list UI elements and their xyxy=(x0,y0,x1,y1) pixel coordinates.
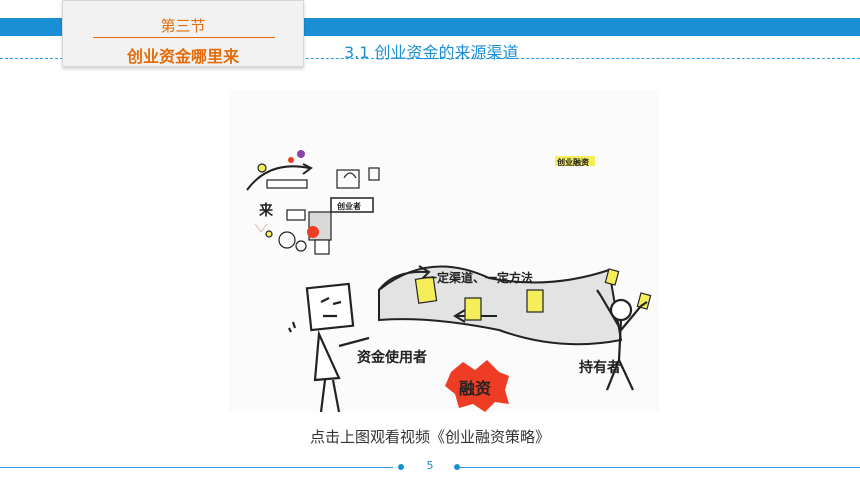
channel-method-label: 一定渠道、一定方法 xyxy=(425,270,533,285)
section-rule xyxy=(93,37,275,38)
video-caption[interactable]: 点击上图观看视频《创业融资策略》 xyxy=(309,428,550,446)
come-label: 来 xyxy=(258,203,274,219)
topic-highlight xyxy=(555,156,595,166)
financing-label: 融资 xyxy=(459,379,491,398)
top-left-sketches xyxy=(246,150,380,255)
footer-line-right xyxy=(460,467,860,468)
money-notes xyxy=(414,268,652,321)
footer-line-left xyxy=(0,467,393,468)
section-title: 创业资金哪里来 xyxy=(126,47,239,66)
section-label-box: 第三节 创业资金哪里来 xyxy=(62,0,304,67)
slide-subtitle: 3.1 创业资金的来源渠道 xyxy=(344,43,519,62)
video-thumbnail[interactable]: 来 创业者 创业融资 一定渠道、一定方法 xyxy=(229,90,659,412)
footer-dot-right xyxy=(454,464,460,470)
header-divider xyxy=(0,58,860,59)
topic-label: 创业融资 xyxy=(556,157,589,167)
capital-user-label: 资金使用者 xyxy=(357,349,427,366)
financing-burst xyxy=(445,360,509,412)
capital-user-figure xyxy=(288,282,370,412)
section-number: 第三节 xyxy=(160,17,206,35)
footer-dot-left xyxy=(398,464,404,470)
holder-label: 持有者 xyxy=(579,359,621,376)
founder-label: 创业者 xyxy=(336,201,361,211)
holder-figure xyxy=(596,289,648,391)
whiteboard-illustration: 来 创业者 创业融资 一定渠道、一定方法 xyxy=(246,150,652,412)
page-number: 5 xyxy=(426,459,434,472)
